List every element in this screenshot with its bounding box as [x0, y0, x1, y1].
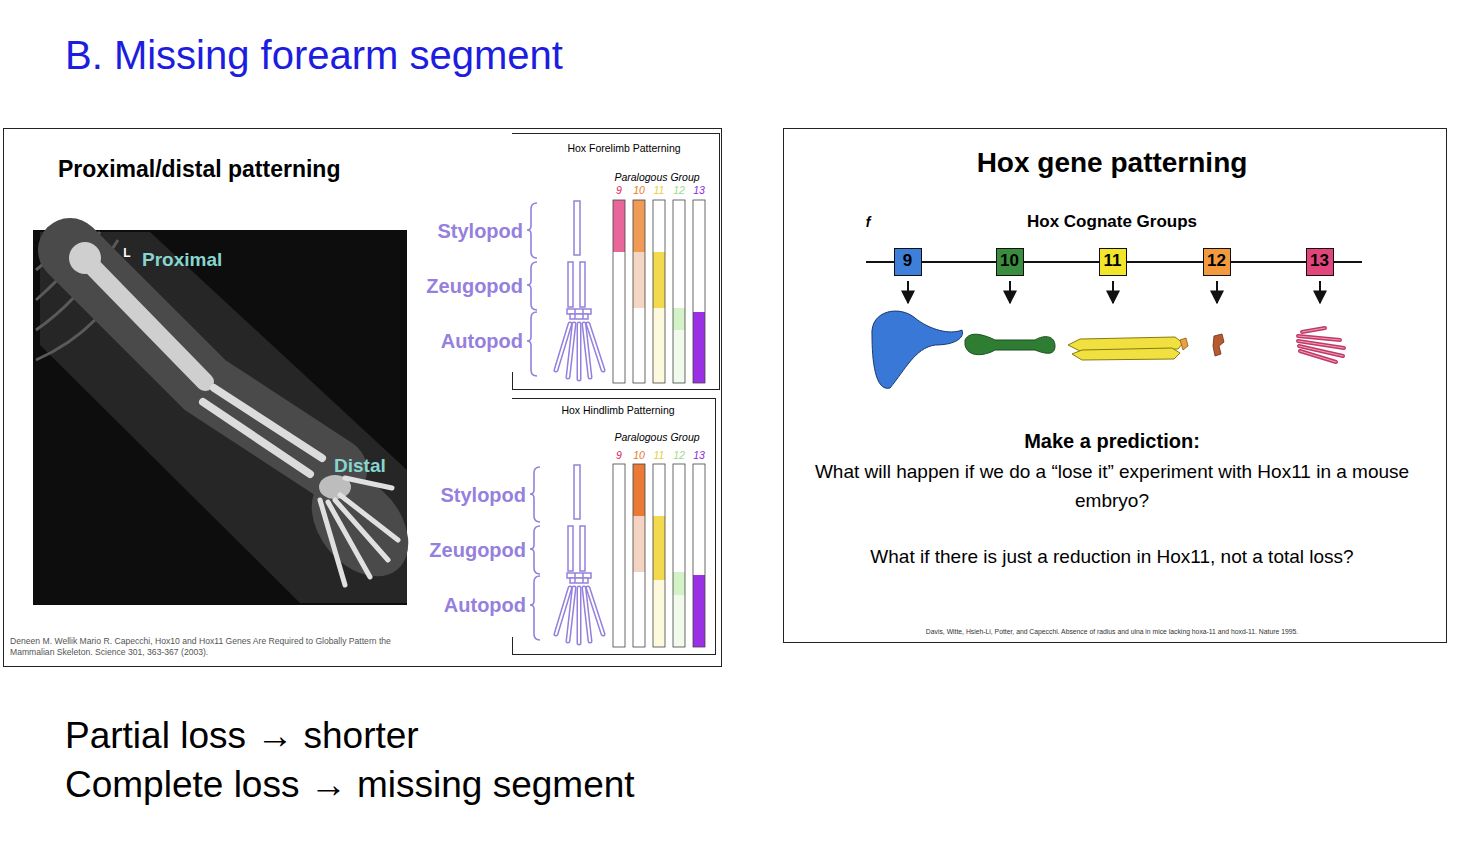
citation-text: Davis, Witte, Hsieh-Li, Potter, and Cape…	[926, 628, 1298, 636]
hox-group-box: 13	[1306, 248, 1334, 276]
pattern-box: Hox Forelimb PatterningParalogous Group	[512, 133, 720, 390]
hox-group-box: 12	[1203, 248, 1231, 276]
group-number: 11	[654, 449, 665, 462]
hox-group-box: 10	[996, 248, 1024, 276]
group-number: 10	[633, 449, 645, 462]
segment-name: Stylopod	[440, 483, 526, 507]
side-letter: L	[123, 246, 130, 260]
group-heading: Paralogous Group	[614, 431, 699, 444]
group-number: 12	[1207, 251, 1226, 271]
group-number: 12	[673, 184, 685, 197]
box-heading: Hox Forelimb Patterning	[567, 142, 680, 155]
panel-box: Hox gene patterningMake a prediction: Wha…	[783, 128, 1447, 643]
prompt-heading: Make a prediction:	[1024, 429, 1200, 453]
panel-letter: f	[866, 214, 871, 231]
summary-line: Partial loss → shorter	[65, 714, 419, 758]
xray-image: ProximalDistal L	[33, 230, 407, 605]
hox-group-box: 11	[1099, 248, 1127, 276]
segment-name: Autopod	[444, 593, 526, 617]
segment-name: Zeugopod	[429, 538, 526, 562]
box-heading: Hox Hindlimb Patterning	[561, 404, 674, 417]
axis-label: Proximal	[142, 249, 222, 272]
group-number: 9	[616, 449, 622, 462]
group-number: 12	[673, 449, 685, 462]
hox-group-box: 9	[894, 248, 922, 276]
segment-name: Autopod	[441, 329, 523, 353]
pattern-box: Hox Hindlimb PatterningParalogous Group	[512, 398, 716, 655]
question-text: What if there is just a reduction in Hox…	[870, 546, 1353, 569]
group-number: 9	[616, 184, 622, 197]
citation-text: Deneen M. Wellik Mario R. Capecchi, Hox1…	[10, 636, 410, 658]
panel-heading: Hox gene patterning	[977, 146, 1248, 180]
summary-line: Complete loss → missing segment	[65, 763, 635, 807]
group-number: 9	[903, 251, 912, 271]
group-number: 11	[1104, 251, 1122, 271]
group-number: 13	[693, 449, 705, 462]
group-number: 13	[693, 184, 705, 197]
panel-heading: Proximal/distal patterning	[58, 156, 340, 184]
group-number: 10	[1000, 251, 1019, 271]
question-text: What will happen if we do a “lose it” ex…	[792, 457, 1432, 515]
group-number: 11	[654, 184, 665, 197]
axis-heading: Hox Cognate Groups	[1027, 212, 1197, 232]
axis-label: Distal	[334, 455, 386, 478]
group-heading: Paralogous Group	[614, 171, 699, 184]
group-number: 13	[1310, 251, 1329, 271]
slide-title: B. Missing forearm segment	[65, 31, 563, 79]
side-marker: L	[120, 244, 134, 262]
panel-box: Proximal/distal patterningDeneen M. Well…	[3, 128, 722, 667]
segment-name: Zeugopod	[426, 274, 523, 298]
group-number: 10	[633, 184, 645, 197]
segment-name: Stylopod	[437, 219, 523, 243]
